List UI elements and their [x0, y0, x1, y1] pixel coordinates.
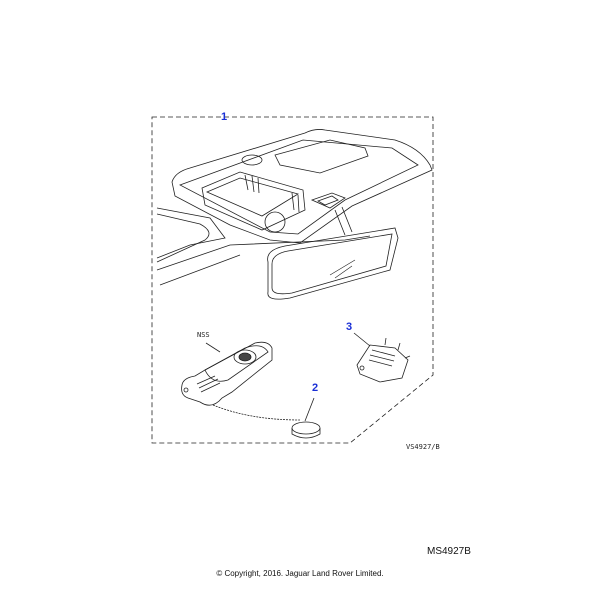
- illustration-id: MS4927B: [427, 546, 471, 557]
- kit-boundary: [151, 116, 434, 444]
- callout-1[interactable]: 1: [221, 111, 228, 123]
- overhead-console: [171, 129, 433, 244]
- leader-line-nss: [205, 342, 221, 353]
- leader-line-2: [304, 397, 315, 422]
- nss-label: NSS: [197, 331, 210, 339]
- leader-line-3: [353, 332, 371, 347]
- remote-transmitter: [181, 341, 301, 421]
- part-3-housing: [356, 337, 411, 383]
- battery: [291, 421, 321, 439]
- callout-2[interactable]: 2: [312, 382, 319, 394]
- drawing-ref: VS4927/B: [406, 443, 440, 451]
- rear-view-mirror: [267, 227, 399, 300]
- sun-visor: [156, 207, 226, 259]
- callout-3[interactable]: 3: [346, 321, 353, 333]
- copyright-notice: © Copyright, 2016. Jaguar Land Rover Lim…: [216, 569, 384, 578]
